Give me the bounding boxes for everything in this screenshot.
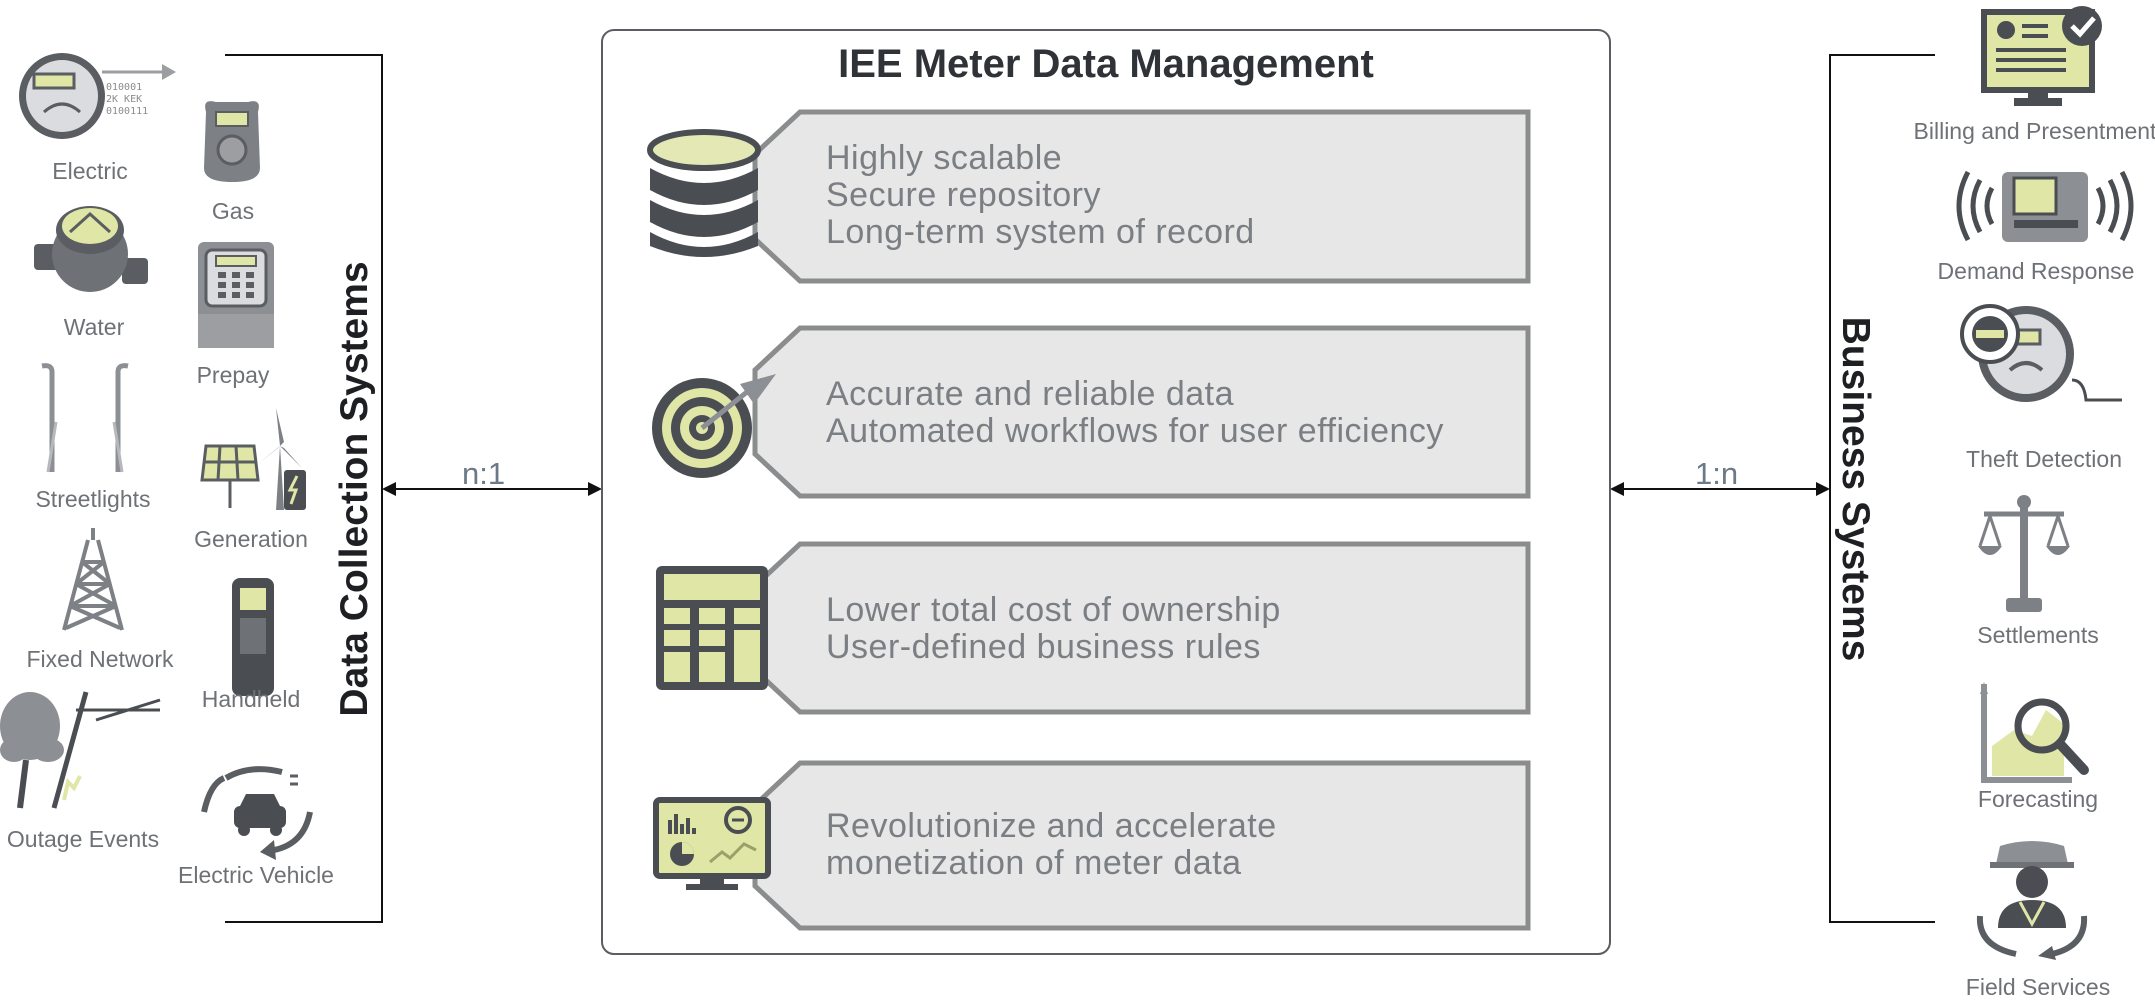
- gas-label: Gas: [211, 198, 255, 224]
- feature-2-text: Accurate and reliable data Automated wor…: [826, 376, 1444, 450]
- water-label: Water: [63, 314, 125, 340]
- meter-readout-line: 0100111: [106, 106, 148, 117]
- right-ratio-label: 1:n: [1695, 456, 1739, 491]
- streetlights-icon: [41, 363, 129, 473]
- forecasting-chart-icon: [1980, 682, 2089, 783]
- prepay-label: Prepay: [196, 362, 270, 388]
- dashboard-monitor-icon: [653, 797, 771, 890]
- electric-vehicle-label: Electric Vehicle: [178, 862, 334, 888]
- settlements-scale-icon: [1978, 495, 2070, 612]
- theft-detection-icon: [1960, 304, 2122, 402]
- outage-events-label: Outage Events: [6, 826, 160, 852]
- page-title: IEE Meter Data Management: [838, 42, 1374, 86]
- feature-line: Secure repository: [826, 176, 1101, 214]
- right-bracket: [1829, 54, 1935, 923]
- fixed-network-label: Fixed Network: [26, 646, 174, 672]
- feature-1-text: Highly scalable Secure repository Long-t…: [826, 140, 1255, 251]
- electric-vehicle-icon: [201, 766, 313, 860]
- feature-line: Accurate and reliable data: [826, 375, 1235, 413]
- feature-line: User-defined business rules: [826, 628, 1261, 666]
- feature-line: Revolutionize and accelerate: [826, 807, 1277, 845]
- electric-label: Electric: [52, 158, 128, 184]
- feature-line: Long-term system of record: [826, 213, 1255, 251]
- generation-label: Generation: [194, 526, 308, 552]
- target-icon: [652, 374, 776, 478]
- calculator-icon: [656, 566, 768, 690]
- outage-events-icon: [0, 691, 161, 809]
- demand-response-label: Demand Response: [1937, 258, 2135, 284]
- feature-line: Highly scalable: [826, 139, 1063, 177]
- electric-meter-icon: 010001 2K KEK 0100111: [19, 53, 176, 139]
- theft-detection-label: Theft Detection: [1966, 446, 2122, 472]
- meter-readout-line: 2K KEK: [106, 94, 142, 105]
- forecasting-label: Forecasting: [1977, 786, 2099, 812]
- fixed-network-tower-icon: [62, 528, 124, 631]
- feature-line: Lower total cost of ownership: [826, 591, 1281, 629]
- field-services-worker-icon: [1976, 841, 2088, 960]
- billing-monitor-icon: [1981, 6, 2102, 106]
- prepay-meter-icon: [198, 242, 274, 348]
- generation-icon: [200, 408, 306, 510]
- water-meter-icon: [34, 206, 148, 292]
- billing-label: Billing and Presentment: [1913, 118, 2155, 144]
- meter-readout-line: 010001: [106, 82, 142, 93]
- handheld-device-icon: [232, 578, 274, 696]
- gas-meter-icon: [204, 101, 260, 182]
- database-icon: [647, 129, 761, 257]
- field-services-label: Field Services: [1965, 974, 2111, 1000]
- feature-4-text: Revolutionize and accelerate monetizatio…: [826, 808, 1277, 882]
- streetlights-label: Streetlights: [35, 486, 151, 512]
- feature-line: monetization of meter data: [826, 844, 1242, 882]
- demand-response-icon: [1956, 170, 2134, 242]
- handheld-label: Handheld: [201, 686, 301, 712]
- left-ratio-label: n:1: [462, 456, 506, 491]
- settlements-label: Settlements: [1977, 622, 2099, 648]
- feature-line: Automated workflows for user efficiency: [826, 412, 1444, 450]
- feature-panel-2: [752, 325, 1531, 499]
- feature-3-text: Lower total cost of ownership User-defin…: [826, 592, 1281, 666]
